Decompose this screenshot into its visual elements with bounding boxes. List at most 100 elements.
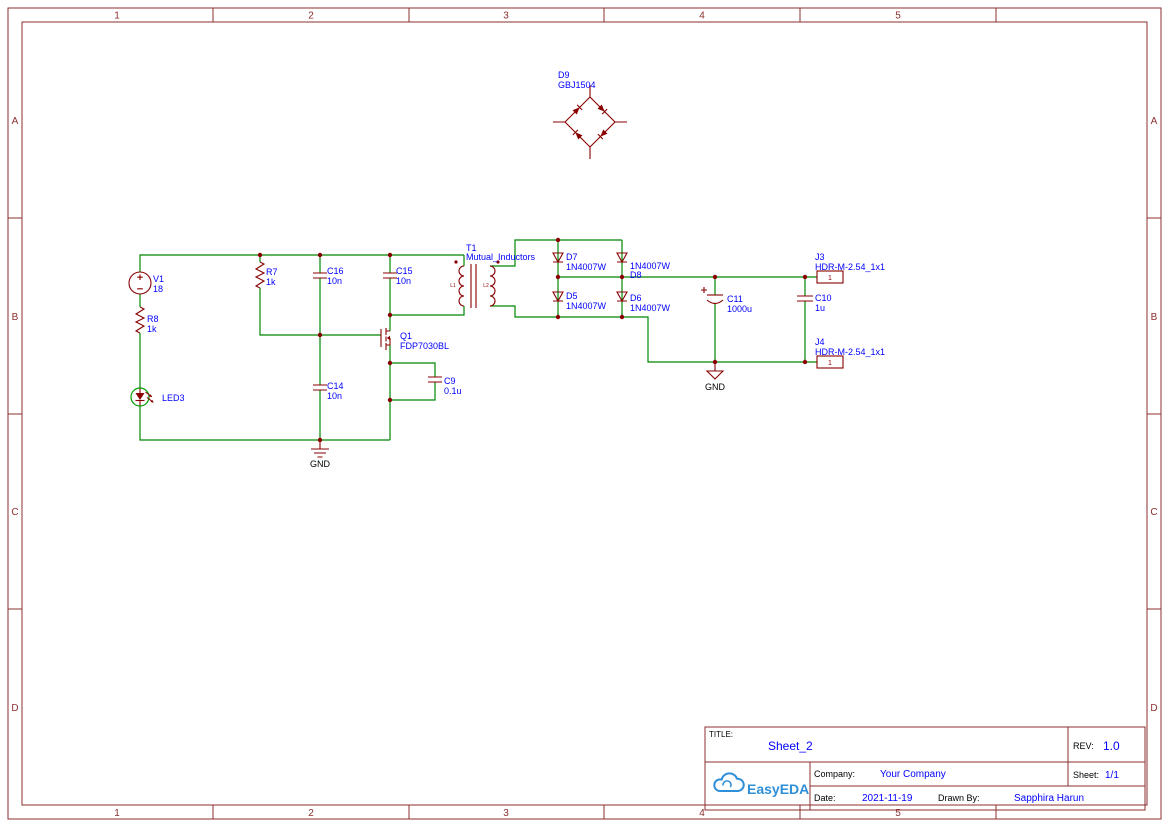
component-c16-capacitor[interactable]: C16 10n [313, 266, 344, 286]
title-label: TITLE: [709, 730, 733, 739]
component-j4-header[interactable]: 1 J4 HDR-M-2.54_1x1 [815, 337, 885, 369]
frame-row-label: B [1151, 312, 1158, 323]
t1-pin1-label: L1 [450, 283, 456, 289]
component-r7-resistor[interactable]: R7 1k [254, 261, 278, 289]
date-label: Date: [814, 793, 836, 803]
d7-ref[interactable]: D7 [566, 252, 578, 262]
c15-value[interactable]: 10n [396, 276, 411, 286]
j3-ref[interactable]: J3 [815, 252, 825, 262]
frame-row-label: B [12, 312, 19, 323]
c16-ref[interactable]: C16 [327, 266, 344, 276]
v1-value[interactable]: 18 [153, 284, 163, 294]
easyeda-logo: EasyEDA [713, 772, 809, 797]
component-led3[interactable]: LED3 [130, 387, 185, 407]
frame-row-label: A [1151, 116, 1158, 127]
frame-col-label: 5 [895, 11, 901, 22]
component-c9-capacitor[interactable]: C9 0.1u [428, 376, 462, 396]
frame-ticks [8, 8, 1161, 819]
company-label: Company: [814, 769, 855, 779]
sheet-title[interactable]: Sheet_2 [768, 739, 813, 753]
component-t1-transformer[interactable]: L1 L2 T1 Mutual_Inductors [450, 243, 536, 308]
c10-value[interactable]: 1u [815, 303, 825, 313]
q1-ref[interactable]: Q1 [400, 331, 412, 341]
r8-ref[interactable]: R8 [147, 314, 159, 324]
frame-col-label: 2 [308, 808, 314, 819]
c10-ref[interactable]: C10 [815, 293, 832, 303]
wires[interactable] [139, 239, 817, 441]
t1-value[interactable]: Mutual_Inductors [466, 252, 536, 262]
t1-ref[interactable]: T1 [466, 243, 477, 253]
component-q1-mosfet[interactable]: Q1 FDP7030BL [380, 328, 449, 351]
title-block: TITLE: Sheet_2 REV: 1.0 Company: Your Co… [704, 726, 1146, 811]
d9-value[interactable]: GBJ1504 [558, 80, 596, 90]
j4-value[interactable]: HDR-M-2.54_1x1 [815, 347, 885, 357]
d5-ref[interactable]: D5 [566, 291, 578, 301]
component-d5-diode[interactable]: D5 1N4007W [552, 291, 607, 311]
c16-value[interactable]: 10n [327, 276, 342, 286]
d5-value[interactable]: 1N4007W [566, 301, 607, 311]
net-flag-gnd-primary[interactable]: GND [310, 440, 331, 469]
c11-ref[interactable]: C11 [727, 294, 743, 304]
date-value[interactable]: 2021-11-19 [862, 793, 913, 804]
drawn-by-value[interactable]: Sapphira Harun [1014, 793, 1084, 804]
j3-pin-number: 1 [828, 275, 832, 282]
component-d7-diode[interactable]: D7 1N4007W [552, 252, 607, 272]
d8-value[interactable]: 1N4007W [630, 261, 671, 271]
v1-ref[interactable]: V1 [153, 274, 164, 284]
t1-pin2-label: L2 [483, 283, 489, 289]
c14-value[interactable]: 10n [327, 391, 342, 401]
d7-value[interactable]: 1N4007W [566, 262, 607, 272]
rev-label: REV: [1073, 741, 1094, 751]
c14-ref[interactable]: C14 [327, 381, 344, 391]
d6-value[interactable]: 1N4007W [630, 303, 671, 313]
frame-col-label: 5 [895, 808, 901, 819]
company-value[interactable]: Your Company [880, 769, 946, 780]
c9-ref[interactable]: C9 [444, 376, 456, 386]
component-v1-source[interactable]: V1 18 [128, 271, 164, 295]
wire-transformer [390, 239, 558, 318]
frame-row-label: C [11, 507, 18, 518]
d9-ref[interactable]: D9 [558, 70, 570, 80]
j4-pin-number: 1 [828, 360, 832, 367]
d8-ref[interactable]: D8 [630, 270, 642, 280]
frame-row-label: A [12, 116, 19, 127]
component-j3-header[interactable]: 1 J3 HDR-M-2.54_1x1 [815, 252, 885, 284]
gnd-primary-label[interactable]: GND [310, 459, 331, 469]
j3-value[interactable]: HDR-M-2.54_1x1 [815, 262, 885, 272]
led3-ref[interactable]: LED3 [162, 393, 185, 403]
rev-value[interactable]: 1.0 [1103, 739, 1120, 753]
frame-col-label: 3 [503, 11, 509, 22]
c11-value[interactable]: 1000u [727, 304, 752, 314]
frame-row-label: D [11, 703, 18, 714]
r7-ref[interactable]: R7 [266, 267, 278, 277]
component-r8-resistor[interactable]: R8 1k [134, 306, 159, 334]
component-d8-diode[interactable]: 1N4007W D8 [616, 252, 671, 280]
drawn-by-label: Drawn By: [938, 793, 980, 803]
frame-col-label: 4 [699, 11, 705, 22]
r7-value[interactable]: 1k [266, 277, 276, 287]
c15-ref[interactable]: C15 [396, 266, 413, 276]
component-c15-capacitor[interactable]: C15 10n [383, 266, 413, 286]
r8-value[interactable]: 1k [147, 324, 157, 334]
sheet-value[interactable]: 1/1 [1105, 770, 1119, 781]
component-c11-capacitor[interactable]: C11 1000u [701, 287, 752, 314]
sheet-label: Sheet: [1073, 770, 1099, 780]
frame-col-label: 1 [114, 808, 120, 819]
j4-ref[interactable]: J4 [815, 337, 825, 347]
q1-value[interactable]: FDP7030BL [400, 341, 449, 351]
net-flag-gnd-secondary[interactable]: GND [705, 362, 726, 392]
d6-ref[interactable]: D6 [630, 293, 642, 303]
component-d6-diode[interactable]: D6 1N4007W [616, 291, 671, 313]
easyeda-cloud-icon [713, 772, 745, 792]
component-c10-capacitor[interactable]: C10 1u [797, 293, 832, 313]
frame-col-label: 4 [699, 808, 705, 819]
frame-col-label: 2 [308, 11, 314, 22]
component-d9-bridge-rectifier[interactable]: D9 GBJ1504 [553, 70, 627, 159]
component-c14-capacitor[interactable]: C14 10n [313, 381, 344, 401]
sheet-frame: 1 2 3 4 5 1 2 3 4 5 A B C D A B C D [7, 7, 1162, 820]
wire-primary [139, 254, 464, 441]
gnd-secondary-label[interactable]: GND [705, 382, 726, 392]
c9-value[interactable]: 0.1u [444, 386, 462, 396]
